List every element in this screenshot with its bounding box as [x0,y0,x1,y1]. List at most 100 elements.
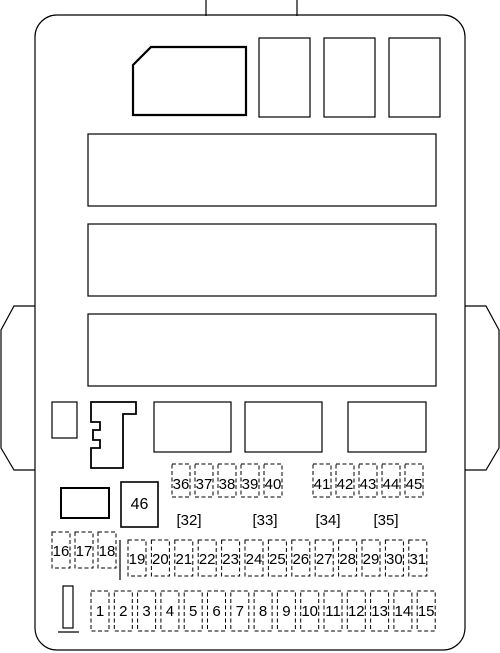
group-bracket-open: [ [176,512,181,529]
fuse-slot-16 [51,531,71,569]
group-bracket-open: [ [252,512,257,529]
group-bracket-close: ] [273,512,278,529]
maxi-fuse-slot-2 [87,223,437,297]
fuse-label-29: 29 [362,551,380,568]
fuse-slot-45 [404,463,424,498]
mid-relay-2 [244,401,323,453]
fuse-label-10: 10 [301,603,319,620]
fuse-slot-3 [137,590,157,632]
fuse-label-14: 14 [394,603,412,620]
fuse-label-5: 5 [189,603,198,620]
fuse-slot-39 [240,463,260,498]
group-bracket-open: [ [315,512,320,529]
right-mount-tab [465,305,500,471]
fuse-label-8: 8 [258,603,268,620]
group-bracket-close: ] [336,512,341,529]
group-number: 35 [377,512,395,529]
group-bracket-open: [ [373,512,378,529]
fuse-label-2: 2 [119,603,128,620]
fuse-slot-38 [217,463,237,498]
fuse-slot-22 [197,539,217,577]
fuse-label-40: 40 [264,476,282,493]
fuse-label-37: 37 [195,476,213,493]
fuse-group-35: [35] [373,513,398,529]
fuse-label-28: 28 [339,551,356,568]
fuse-slot-7 [230,590,250,632]
group-number: 34 [319,512,337,529]
group-bracket-close: ] [197,512,202,529]
fuse-slot-42 [335,463,355,498]
fuse-slot-2 [113,590,133,632]
left-block [60,487,110,519]
fuse-slot-12 [346,590,366,632]
left-mount-tab [0,305,35,471]
fuse-label-17: 17 [75,543,93,560]
top-connector [205,0,298,16]
fuse-label-4: 4 [165,603,175,620]
fuse-label-9: 9 [282,603,291,620]
fuse-slot-43 [358,463,378,498]
fuse-slot-13 [370,590,390,632]
relay-46-box [120,481,159,528]
small-block-left [51,401,78,439]
fuse-label-27: 27 [315,551,333,568]
fuse-slot-11 [323,590,343,632]
housing [34,14,466,651]
fuse-slot-8 [253,590,273,632]
maxi-fuse-slot-1 [87,133,437,207]
fuse-label-41: 41 [313,476,331,493]
fuse-slot-10 [300,590,320,632]
fuse-group-32: [32] [176,513,201,529]
fuse-slot-40 [263,463,283,498]
fuse-label-11: 11 [325,603,341,620]
fuse-slot-27 [314,539,334,577]
fuse-label-23: 23 [222,551,239,568]
fuse-label-24: 24 [245,551,263,568]
top-relay-3 [388,37,441,118]
fuse-label-30: 30 [386,551,403,568]
top-relay-2 [323,37,376,118]
fuse-slot-19 [127,539,147,577]
fuse-label-43: 43 [359,476,377,493]
fuse-slot-44 [381,463,401,498]
fuse-slot-36 [171,463,191,498]
fuse-slot-28 [338,539,358,577]
fuse-label-16: 16 [52,543,70,560]
group-bracket-close: ] [394,512,399,529]
fuse-label-20: 20 [152,551,169,568]
fuse-label-36: 36 [172,476,190,493]
fuse-slot-14 [393,590,413,632]
fuse-slot-24 [244,539,264,577]
fuse-slot-26 [291,539,311,577]
fuse-label-39: 39 [241,476,259,493]
relay-46-label: 46 [130,496,149,513]
fuse-slot-17 [74,531,94,569]
fuse-label-45: 45 [405,476,423,493]
fuse-slot-29 [361,539,381,577]
fuse-slot-30 [384,539,404,577]
fuse-label-13: 13 [371,603,388,620]
fuse-label-21: 21 [175,551,193,568]
fuse-label-44: 44 [382,476,400,493]
fuse-label-1: 1 [95,603,105,620]
fuse-slot-31 [408,539,428,577]
fuse-slot-4 [160,590,180,632]
fuse-slot-23 [221,539,241,577]
fuse-slot-5 [183,590,203,632]
fuse-label-26: 26 [292,551,310,568]
bracket-connector [90,401,137,469]
fuse-label-7: 7 [235,603,244,620]
fuse-slot-1 [90,590,110,632]
fuse-label-22: 22 [198,551,216,568]
fuse-slot-37 [194,463,214,498]
fuse-label-42: 42 [336,476,354,493]
group-number: 33 [256,512,274,529]
fuse-label-25: 25 [269,551,286,568]
fuse-label-12: 12 [347,603,365,620]
fuse-label-3: 3 [142,603,151,620]
fuse-slot-15 [416,590,436,632]
fuse-label-15: 15 [417,603,435,620]
top-left-relay [131,45,248,117]
mid-relay-1 [153,401,232,453]
